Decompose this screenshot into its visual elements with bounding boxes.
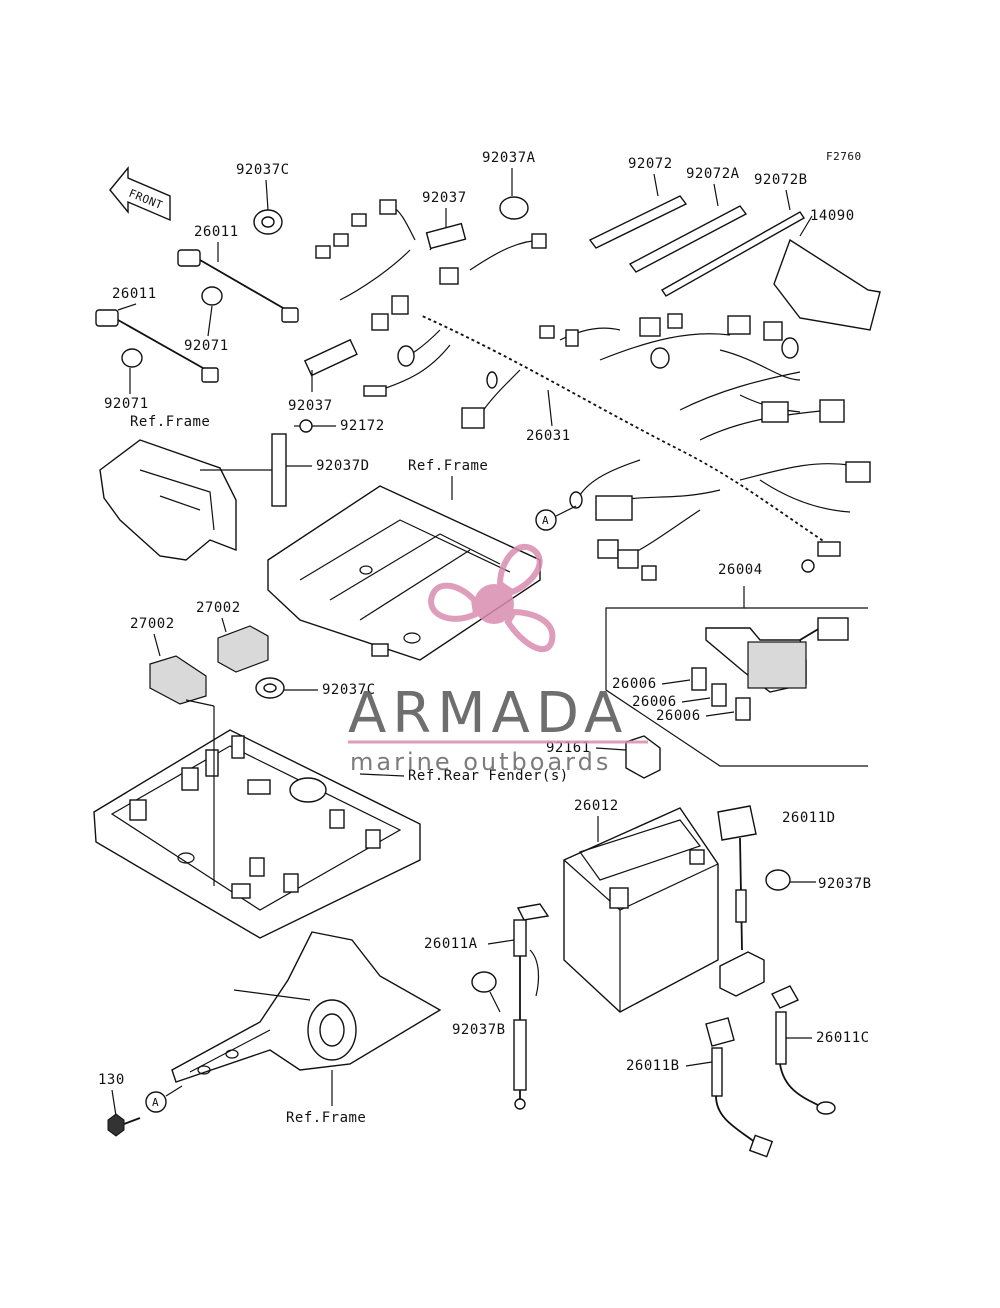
bolt-130-icon [107,1113,141,1137]
label-26011d: 26011D [782,810,836,826]
label-92037c-top: 92037C [236,162,290,178]
tie-92072-icon [588,195,688,249]
front-arrow-icon: FRONT [109,166,171,222]
fuse-box-26004-icon [705,617,849,693]
clamp-92037a-icon [499,196,529,220]
svg-text:A: A [152,1096,159,1109]
relay-27002-right-icon [217,625,269,673]
main-harness-26031 [339,204,851,556]
label-26006-a: 26006 [612,676,657,692]
ref-frame-left: Ref.Frame [130,414,210,430]
frame-left-drawing [99,439,272,561]
watermark-logo: ARMADA marine outboards [348,543,648,776]
cover-92161-icon [625,735,661,779]
label-92071-upper: 92071 [184,338,229,354]
watermark-brand: ARMADA [348,681,628,746]
battery-26012-icon [563,807,719,1013]
label-26011a: 26011A [424,936,478,952]
label-26006-b: 26006 [632,694,677,710]
label-26012: 26012 [574,798,619,814]
lead-26011b-icon [705,1017,774,1158]
ref-frame-center: Ref.Frame [408,458,488,474]
clamp-92037b-left-icon [471,971,497,993]
ref-frame-bottom: Ref.Frame [286,1110,366,1126]
callout-a-bottom: A [145,1085,183,1113]
harness-connectors-icon [315,199,871,581]
frame-bottom-drawing [171,931,442,1083]
label-92072a: 92072A [686,166,740,182]
label-92037b-right: 92037B [818,876,872,892]
fuses-26006-icon [691,667,751,721]
label-92037a: 92037A [482,150,536,166]
label-26006-c: 26006 [656,708,701,724]
label-92072b: 92072B [754,172,808,188]
label-26011-upper: 26011 [194,224,239,240]
callout-a-top: A [535,505,577,531]
label-92072: 92072 [628,156,673,172]
fuse-box-bracket [605,586,868,767]
label-26004: 26004 [718,562,763,578]
label-92161: 92161 [546,740,591,756]
clamp-92037c-bottom-icon [255,677,285,699]
clamp-92037c-icon [253,209,283,235]
lead-26011a-icon [513,903,550,1110]
label-92037-mid: 92037 [422,190,467,206]
tie-92072b-icon [660,211,806,297]
lead-26011-lower-icon [95,309,219,383]
label-26011-lower: 26011 [112,286,157,302]
label-26031: 26031 [526,428,571,444]
label-92037c-bottom: 92037C [322,682,376,698]
cover-14090-icon [773,238,881,331]
label-27002-right: 27002 [196,600,241,616]
label-130: 130 [98,1072,125,1088]
bolt-92172-icon [294,419,313,433]
tape-92037-low-icon [303,338,358,377]
tie-92072a-icon [628,205,748,273]
rear-fender-drawing [93,699,421,939]
svg-text:A: A [542,514,549,527]
ref-rear-fender: Ref.Rear Fender(s) [408,768,569,784]
grommet-92071-upper-icon [201,286,223,306]
lead-26011d-icon [717,805,765,997]
label-92037b-left: 92037B [452,1022,506,1038]
relay-27002-left-icon [149,655,207,705]
lead-26011c-icon [771,985,836,1115]
label-92037d: 92037D [316,458,370,474]
watermark-tagline: marine outboards [350,748,611,776]
label-92037-low: 92037 [288,398,333,414]
grommet-92071-lower-icon [121,348,143,368]
label-92172: 92172 [340,418,385,434]
propeller-icon [428,543,556,653]
lead-26011-upper-icon [177,249,299,323]
clamp-92037b-right-icon [765,869,791,891]
label-92071-lower: 92071 [104,396,149,412]
label-26011b: 26011B [626,1058,680,1074]
tape-92037-icon [425,222,467,250]
label-27002-left: 27002 [130,616,175,632]
label-26011c: 26011C [816,1030,870,1046]
figure-code: F2760 [826,150,862,163]
label-14090: 14090 [810,208,855,224]
bracket-92037d-icon [271,433,287,507]
